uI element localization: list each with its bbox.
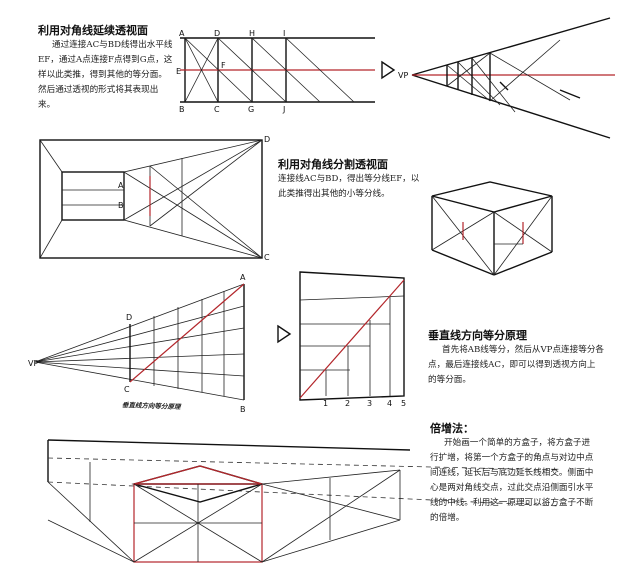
vertical-division-diagram	[34, 283, 245, 401]
tunnel-label-b: B	[118, 201, 124, 210]
perspective-continuation-diagram	[411, 17, 615, 139]
tunnel-label-a: A	[118, 181, 124, 190]
label-b3: B	[240, 405, 246, 414]
label-g1: G	[248, 105, 254, 114]
section3-title: 垂直线方向等分原理	[428, 329, 527, 342]
section1-title: 利用对角线延续透视面	[38, 24, 148, 37]
label-d3: D	[126, 313, 132, 322]
cube-diagram	[431, 181, 553, 276]
label-a1: A	[179, 29, 185, 38]
flat-diagonal-diagram	[180, 37, 375, 103]
tick-3: 3	[367, 399, 372, 408]
label-e1: E	[176, 67, 181, 76]
label-i1: I	[283, 29, 285, 38]
tick-1: 1	[323, 399, 328, 408]
label-f1: F	[221, 61, 226, 70]
square-division-diagram	[299, 271, 405, 401]
section2-body: 连接线AC与BD，得出等分线EF，以此类推得出其他的小等分线。	[278, 174, 420, 199]
transform-arrow-icon	[381, 60, 396, 80]
section3-body: 首先将AB线等分，然后从VP点连接等分各点，最后连接线AC，即可以得到透视方向上…	[428, 345, 605, 385]
label-c1: C	[214, 105, 220, 114]
tick-2: 2	[345, 399, 350, 408]
transform-arrow-icon-2	[277, 324, 292, 344]
section1-body: 通过连接AC与BD线得出水平线EF，通过A点连接F点得到G点，这样以此类推，得到…	[38, 40, 173, 110]
box-doubling-diagram	[47, 439, 561, 563]
tunnel-perspective-diagram	[39, 139, 263, 259]
tick-4: 4	[387, 399, 392, 408]
label-j1: J	[282, 105, 285, 114]
label-b1: B	[179, 105, 185, 114]
tunnel-label-d: D	[264, 135, 270, 144]
section2-title: 利用对角线分割透视面	[278, 158, 388, 171]
label-a3: A	[240, 273, 246, 282]
vp-label-1: VP	[398, 71, 408, 80]
section4-body: 开始画一个简单的方盒子，将方盒子进行扩增，将第一个方盒子的角点与对边中点间连线，…	[430, 438, 594, 523]
label-h1: H	[249, 29, 255, 38]
tick-5: 5	[401, 399, 406, 408]
section4-title: 倍增法：	[430, 422, 474, 435]
label-d1: D	[214, 29, 220, 38]
tunnel-label-c: C	[264, 253, 270, 262]
label-c3: C	[124, 385, 130, 394]
vp-label-2: VP	[28, 359, 38, 368]
